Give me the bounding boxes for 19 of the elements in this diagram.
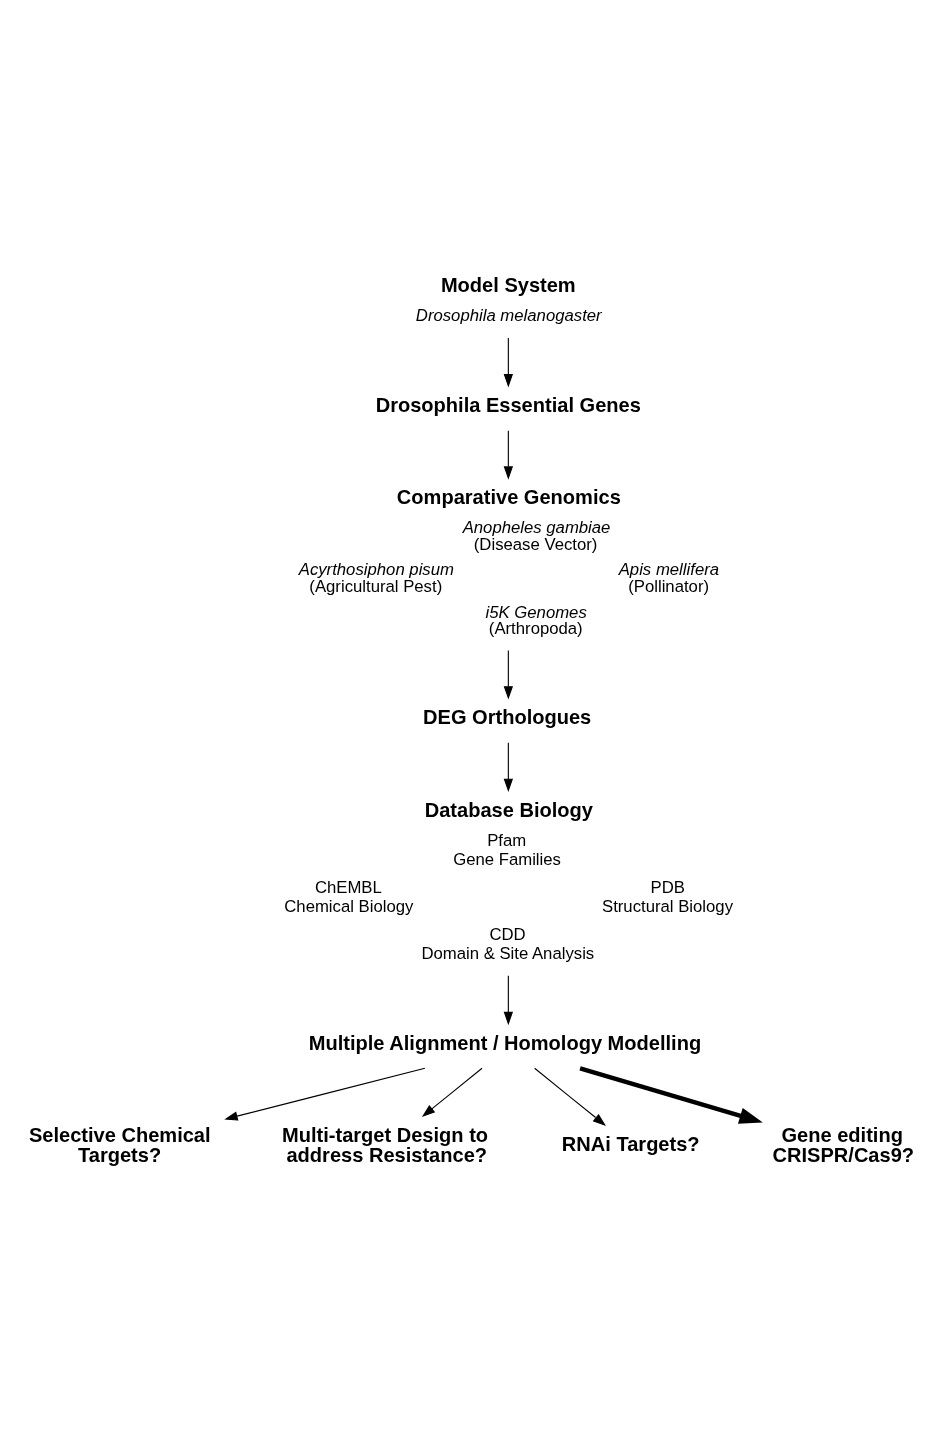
arrow (503, 429, 514, 480)
arrow (579, 1065, 763, 1124)
arrow (224, 1067, 426, 1121)
node-text: RNAi Targets? (561, 1132, 700, 1155)
arrow (503, 974, 514, 1025)
arrow (421, 1067, 483, 1117)
node-text: DEG Orthologues (423, 705, 592, 728)
arrow (503, 741, 514, 792)
node-text: Model System Drosophila melanogaster (415, 273, 602, 325)
node-text: Drosophila Essential Genes (375, 393, 641, 416)
arrow (534, 1067, 607, 1126)
node-text: Multiple Alignment / Homology Modelling (308, 1031, 702, 1054)
arrow (503, 649, 514, 700)
node-text: Comparative Genomics Anopheles gambiae (Disease Vector) Acyrthosiphon pisum (Agricultural Pest) Apis mellifera (Pollinator) i5K Genomes (Arthropoda) (298, 485, 720, 638)
node-text: Database Biology Pfam Gene Families ChEMBL Chemical Biology PDB Structural Biology CDD Domain & Site Analysis (284, 798, 734, 963)
node-text: Multi-target Design to address Resistance? (282, 1123, 489, 1166)
arrow (503, 337, 514, 387)
node-text: Gene editing CRISPR/Cas9? (772, 1123, 915, 1166)
node-text: Selective Chemical Targets? (28, 1123, 211, 1166)
